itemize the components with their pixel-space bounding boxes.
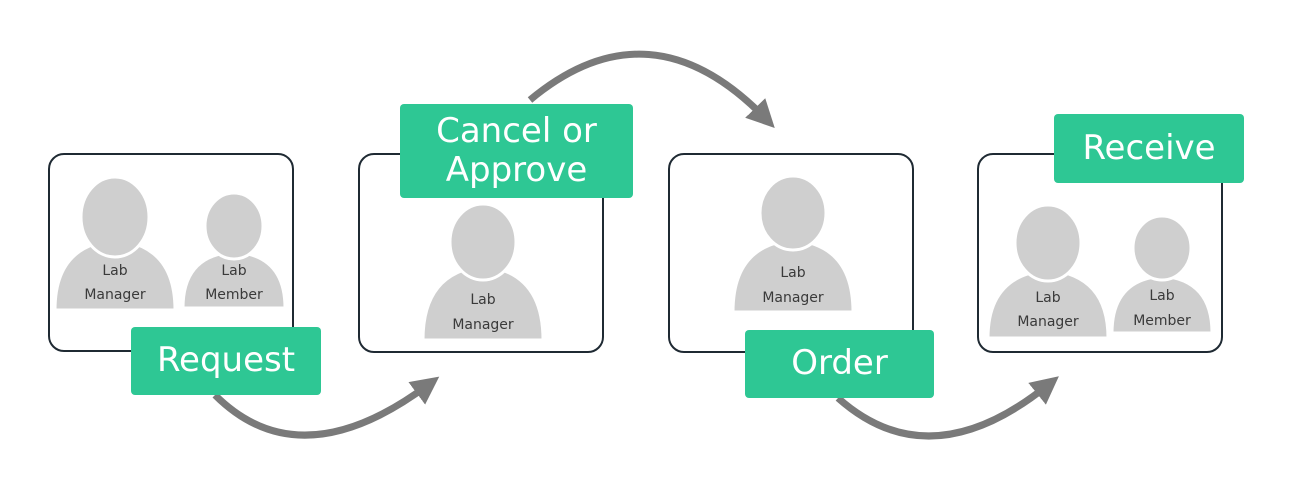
arrow-request-to-approve xyxy=(212,376,440,439)
step-label-order: Order xyxy=(745,330,934,398)
role-label: Lab xyxy=(102,263,127,279)
step-label-line: Approve xyxy=(445,150,588,190)
arrow-order-to-receive xyxy=(835,376,1059,440)
role-label: Manager xyxy=(762,290,824,306)
role-label: Lab xyxy=(221,263,246,279)
role-label: Manager xyxy=(452,317,514,333)
step-label-request: Request xyxy=(131,327,321,395)
role-label: Manager xyxy=(84,287,146,303)
person-icon-lab-member: Lab Member xyxy=(181,191,287,310)
role-label: Lab xyxy=(1035,290,1060,306)
role-label: Manager xyxy=(1017,314,1079,330)
role-label: Lab xyxy=(780,265,805,281)
step-label-cancel-or-approve: Cancel or Approve xyxy=(400,104,633,198)
role-label: Lab xyxy=(470,292,495,308)
step-label-receive: Receive xyxy=(1054,114,1244,183)
person-icon-lab-member: Lab Member xyxy=(1110,214,1214,335)
person-icon-lab-manager: Lab Manager xyxy=(53,175,177,312)
role-label: Lab xyxy=(1149,288,1174,304)
role-label: Member xyxy=(1133,313,1191,329)
person-icon-lab-manager: Lab Manager xyxy=(986,203,1110,340)
step-label-line: Cancel or xyxy=(436,110,597,151)
role-label: Member xyxy=(205,287,263,303)
arrow-approve-to-order xyxy=(527,50,775,129)
person-icon-lab-manager: Lab Manager xyxy=(421,202,545,342)
person-icon-lab-manager: Lab Manager xyxy=(731,174,855,314)
